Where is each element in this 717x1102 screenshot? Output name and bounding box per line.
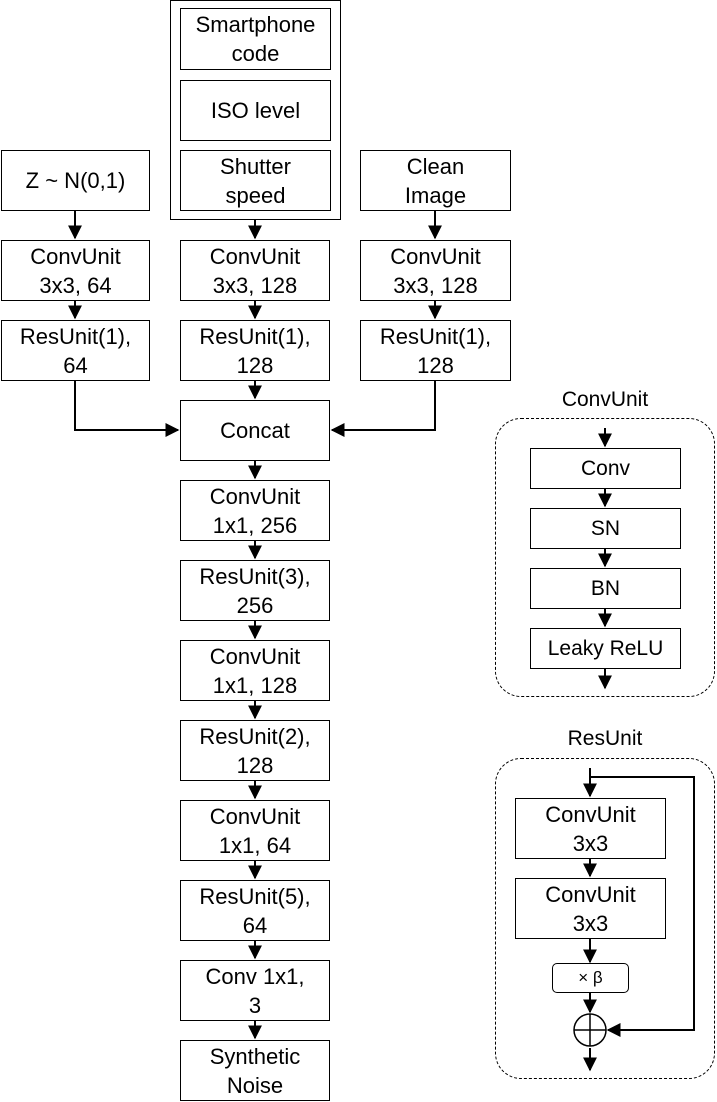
- mid-resunit-box: ResUnit(1), 128: [180, 320, 330, 381]
- left-conv-line-2: 3x3, 64: [39, 272, 112, 298]
- left-res-line-2: 64: [63, 352, 88, 378]
- iso-level-label: ISO level: [210, 98, 301, 123]
- clean-line-1: Clean: [406, 153, 465, 179]
- trunk-conv2-line-1: ConvUnit: [209, 643, 301, 669]
- convunit-panel-title: ConvUnit: [561, 388, 649, 411]
- shutter-speed-box: Shutter speed: [180, 150, 331, 211]
- left-res-line-1: ResUnit(1),: [19, 323, 132, 349]
- mid-conv-line-1: ConvUnit: [209, 243, 301, 269]
- right-convunit-box: ConvUnit 3x3, 128: [360, 240, 511, 301]
- arrow-left-to-concat: [74, 380, 180, 437]
- beta-scale-box: × β: [552, 963, 629, 993]
- trunk-conv3-line-1: ConvUnit: [209, 803, 301, 829]
- left-conv-line-1: ConvUnit: [30, 243, 121, 269]
- resunit-conv-b-box: ConvUnit 3x3: [515, 878, 666, 939]
- resunit-conv-b-line-2: 3x3: [572, 910, 609, 936]
- mid-res-line-2: 128: [236, 352, 274, 378]
- trunk-conv2-line-2: 1x1, 128: [212, 672, 298, 698]
- final-conv-line-2: 3: [248, 992, 262, 1018]
- sn-step-label: SN: [590, 517, 621, 540]
- iso-level-box: ISO level: [180, 80, 331, 141]
- resunit-conv-a-box: ConvUnit 3x3: [515, 798, 666, 859]
- trunk-conv3-line-2: 1x1, 64: [218, 832, 292, 858]
- leaky-relu-step-label: Leaky ReLU: [547, 637, 664, 660]
- bn-step-box: BN: [530, 568, 681, 609]
- final-conv-line-1: Conv 1x1,: [205, 963, 305, 989]
- concat-box: Concat: [180, 400, 330, 461]
- trunk-res2-line-1: ResUnit(2),: [199, 723, 311, 749]
- arrow-ru-skip: [590, 776, 695, 1037]
- trunk-res1-line-2: 256: [236, 592, 274, 618]
- right-resunit-box: ResUnit(1), 128: [360, 320, 511, 381]
- conv-step-label: Conv: [580, 457, 631, 480]
- output-line-2: Noise: [226, 1072, 284, 1098]
- mid-res-line-1: ResUnit(1),: [199, 323, 311, 349]
- right-res-line-1: ResUnit(1),: [379, 323, 492, 349]
- trunk-res1-line-1: ResUnit(3),: [199, 563, 311, 589]
- trunk-convunit-64-box: ConvUnit 1x1, 64: [180, 800, 330, 861]
- resunit-conv-a-line-1: ConvUnit: [545, 801, 636, 827]
- trunk-conv1-line-1: ConvUnit: [209, 483, 301, 509]
- right-res-line-2: 128: [417, 352, 454, 378]
- beta-scale-label: × β: [578, 968, 603, 987]
- shutter-line-2: speed: [225, 182, 286, 208]
- resunit-conv-a-line-2: 3x3: [572, 830, 609, 856]
- arrow-right-to-concat: [330, 380, 436, 437]
- final-conv-box: Conv 1x1, 3: [180, 960, 330, 1021]
- trunk-res3-line-1: ResUnit(5),: [199, 883, 311, 909]
- leaky-relu-step-box: Leaky ReLU: [530, 628, 681, 669]
- trunk-conv1-line-2: 1x1, 256: [212, 512, 298, 538]
- trunk-resunit-128-box: ResUnit(2), 128: [180, 720, 330, 781]
- left-resunit-box: ResUnit(1), 64: [1, 320, 150, 381]
- trunk-convunit-128-box: ConvUnit 1x1, 128: [180, 640, 330, 701]
- noise-input-label: Z ~ N(0,1): [25, 168, 126, 193]
- metadata-group: [170, 0, 341, 220]
- mid-convunit-box: ConvUnit 3x3, 128: [180, 240, 330, 301]
- sn-step-box: SN: [530, 508, 681, 549]
- sum-node-icon: [573, 1013, 607, 1047]
- bn-step-label: BN: [590, 577, 621, 600]
- output-line-1: Synthetic: [209, 1043, 301, 1069]
- right-conv-line-1: ConvUnit: [390, 243, 481, 269]
- trunk-convunit-256-box: ConvUnit 1x1, 256: [180, 480, 330, 541]
- resunit-conv-b-line-1: ConvUnit: [545, 881, 636, 907]
- left-convunit-box: ConvUnit 3x3, 64: [1, 240, 150, 301]
- convunit-panel: [495, 418, 715, 697]
- trunk-res2-line-2: 128: [236, 752, 274, 778]
- smartphone-line-1: Smartphone: [195, 12, 316, 37]
- trunk-resunit-256-box: ResUnit(3), 256: [180, 560, 330, 621]
- clean-line-2: Image: [404, 182, 467, 208]
- shutter-line-1: Shutter: [220, 153, 291, 179]
- resunit-panel-title: ResUnit: [567, 727, 643, 750]
- right-conv-line-2: 3x3, 128: [393, 272, 478, 298]
- conv-step-box: Conv: [530, 448, 681, 489]
- mid-conv-line-2: 3x3, 128: [212, 272, 298, 298]
- resunit-panel: [495, 758, 715, 1079]
- trunk-res3-line-2: 64: [242, 912, 268, 938]
- concat-label: Concat: [220, 418, 290, 443]
- smartphone-line-2: code: [231, 41, 280, 66]
- noise-input-box: Z ~ N(0,1): [1, 150, 150, 211]
- trunk-resunit-64-box: ResUnit(5), 64: [180, 880, 330, 941]
- smartphone-code-box: Smartphone code: [180, 8, 331, 70]
